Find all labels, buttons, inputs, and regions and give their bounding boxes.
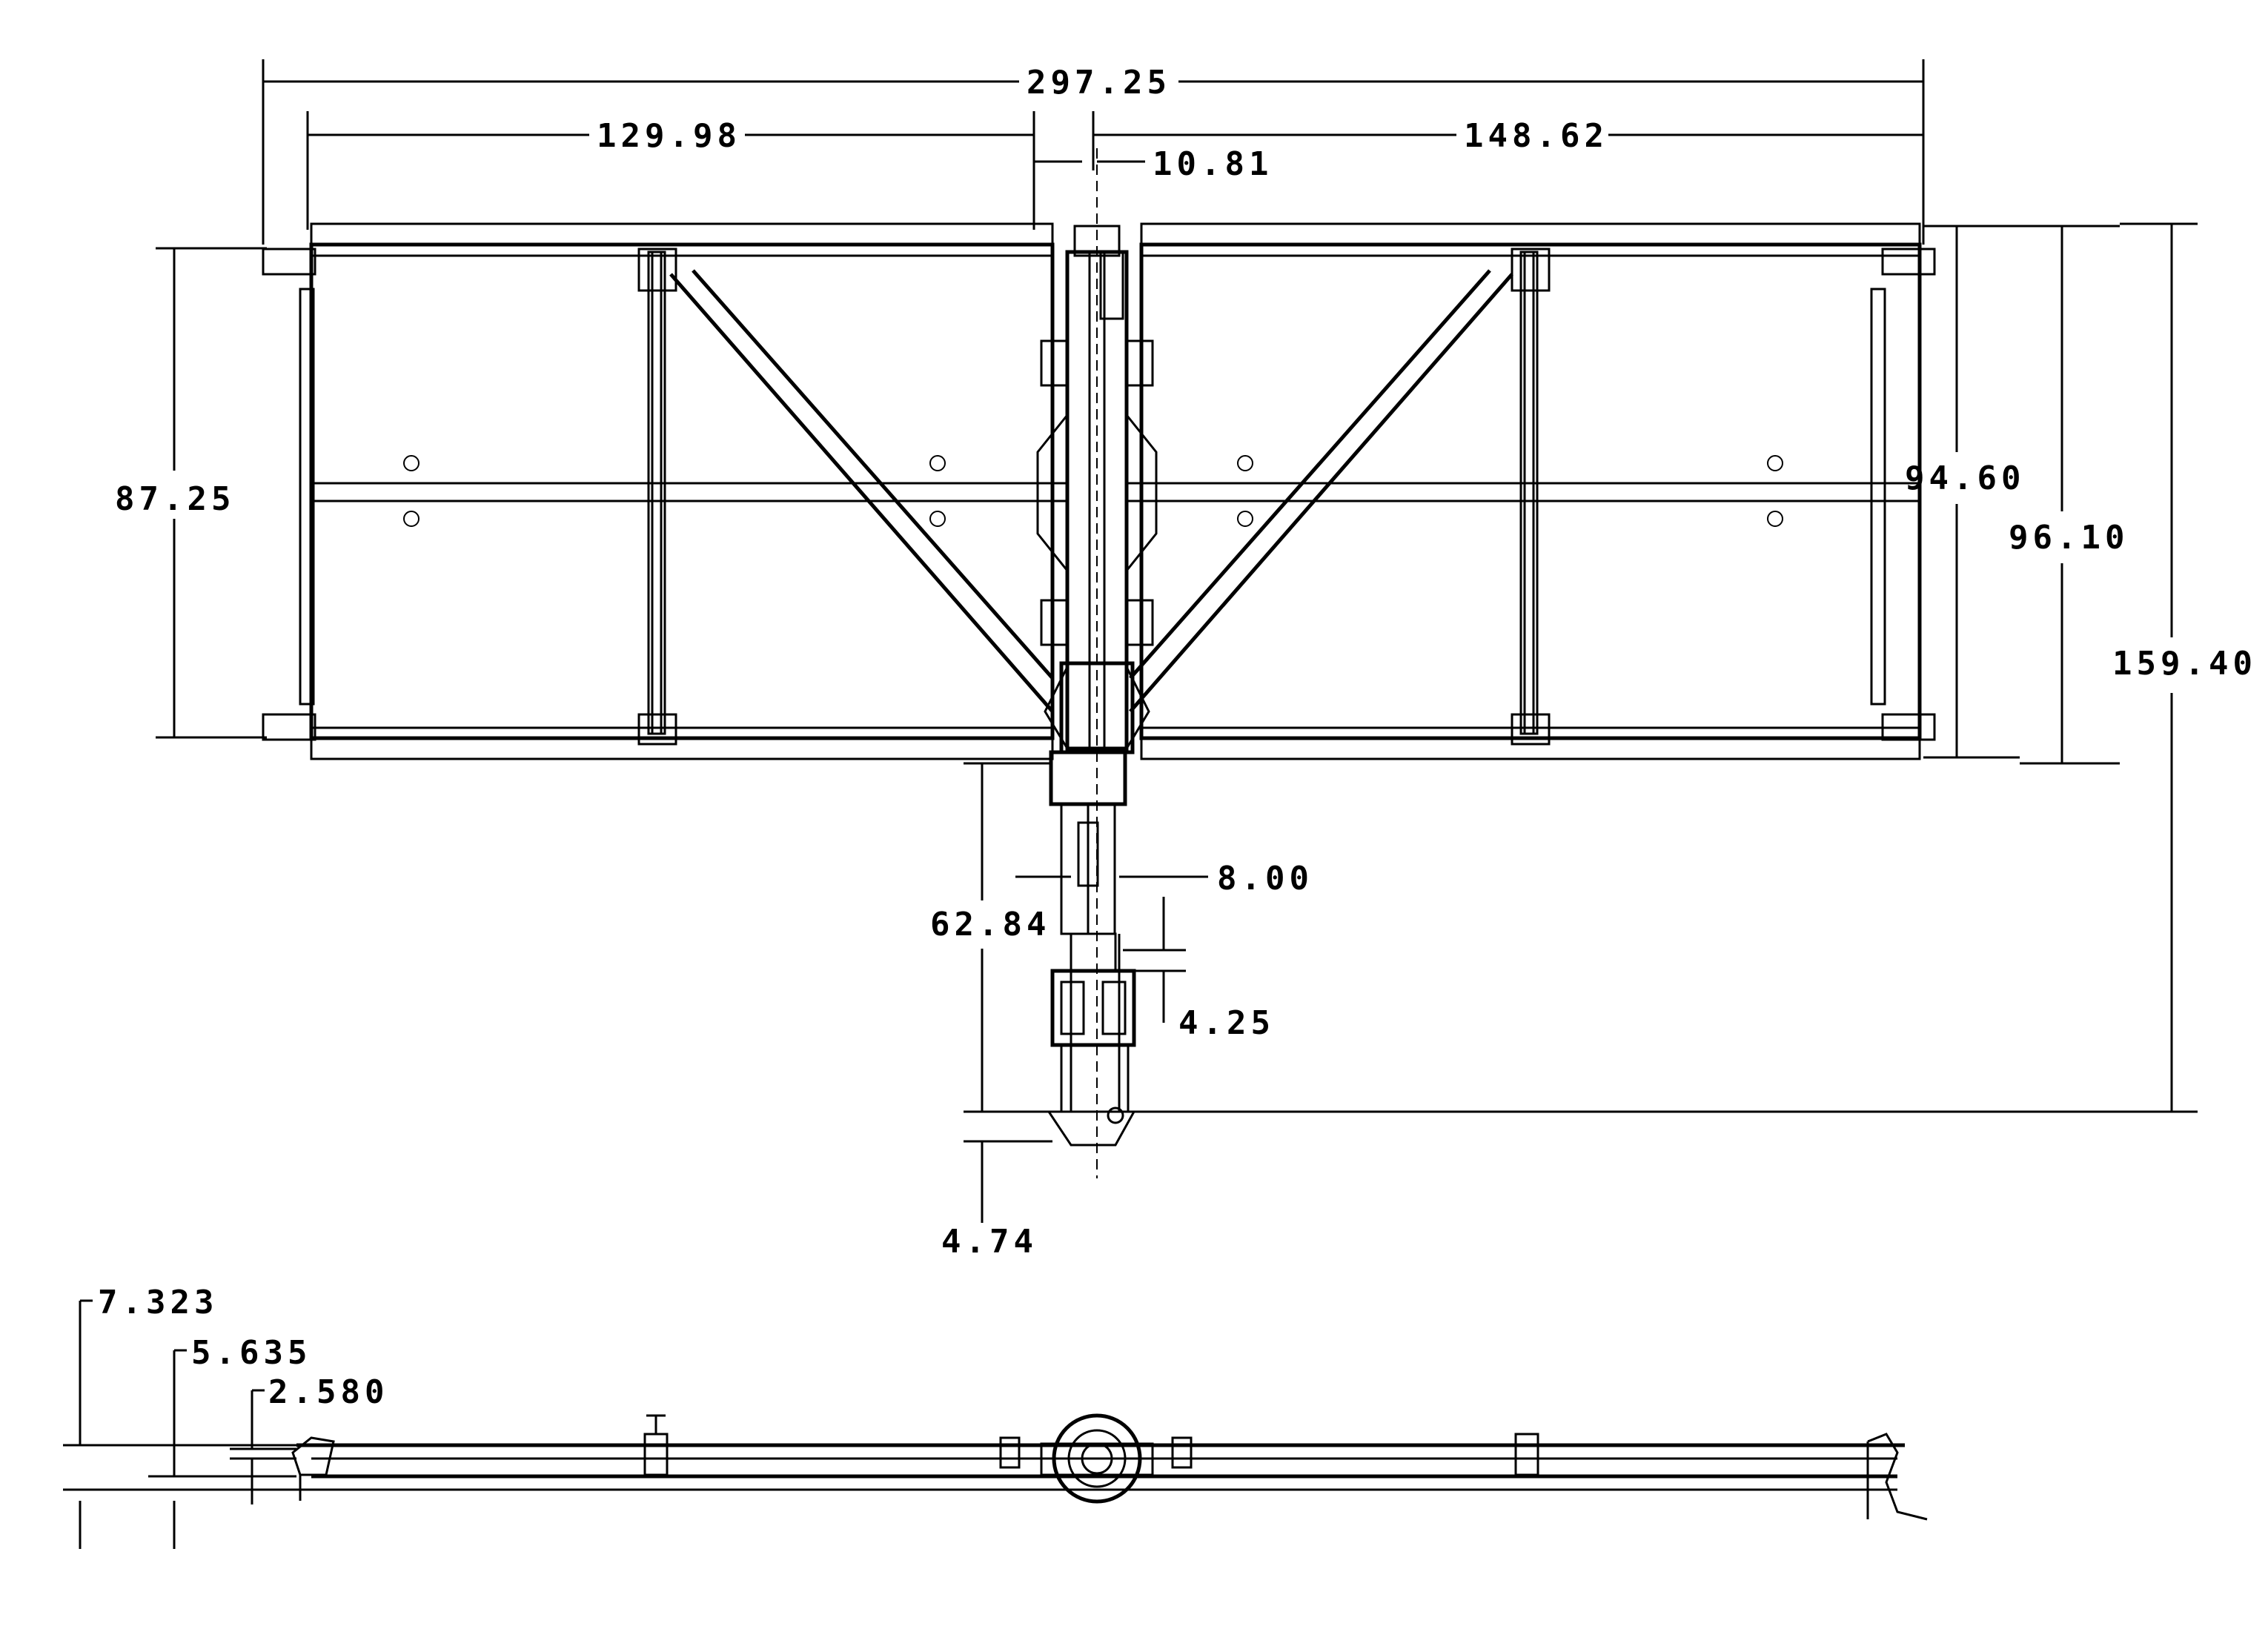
dim-mast-width: 8.00 [1015,860,1313,898]
dim-height-top: 7.323 [63,1284,296,1549]
dim-mast-length: 62.84 [930,762,1052,1113]
dim-label-8-00: 8.00 [1217,860,1313,898]
dim-left-height: 87.25 [115,247,267,739]
dim-label-62-84: 62.84 [930,906,1050,943]
elevation-view: 7.323 5.635 2.580 [63,1284,1928,1549]
dim-flange-gap: 4.25 [1123,897,1275,1042]
dim-right-span: 148.62 [1092,111,1923,170]
dim-label-297-25: 297.25 [1027,64,1171,102]
dim-label-5-635: 5.635 [191,1334,311,1372]
dim-label-7-323: 7.323 [98,1284,218,1321]
dim-base-offset: 4.74 [941,1082,1052,1261]
center-hub [1036,225,1158,754]
plan-view: 297.25 129.98 148.62 10.81 [115,59,2257,1261]
dim-label-159-40: 159.40 [2112,645,2257,683]
dim-center-offset: 10.81 [1034,145,1273,183]
dim-height-mid: 5.635 [148,1334,311,1549]
dim-total-height: 159.40 [1127,222,2257,1113]
dim-label-129-98: 129.98 [597,117,741,155]
dim-label-96-10: 96.10 [2009,519,2129,557]
dim-label-4-74: 4.74 [941,1223,1038,1261]
dim-label-10-81: 10.81 [1153,145,1273,183]
dim-height-low: 2.580 [230,1373,388,1504]
dim-label-94-60: 94.60 [1905,459,2025,497]
dim-right-inner-height: 94.60 [1905,225,2025,759]
dim-right-outer-height: 96.10 [2009,225,2129,765]
boom-assembly [1047,750,1136,1147]
dim-label-2-580: 2.580 [268,1373,388,1411]
dim-label-148-62: 148.62 [1464,117,1608,155]
dim-left-span: 129.98 [306,111,1035,230]
dim-overall-width: 297.25 [262,59,1925,245]
left-panel-frame [262,222,1067,760]
dim-label-87-25: 87.25 [115,480,235,518]
dim-label-4-25: 4.25 [1178,1004,1275,1042]
right-panel-frame [1127,222,1936,760]
